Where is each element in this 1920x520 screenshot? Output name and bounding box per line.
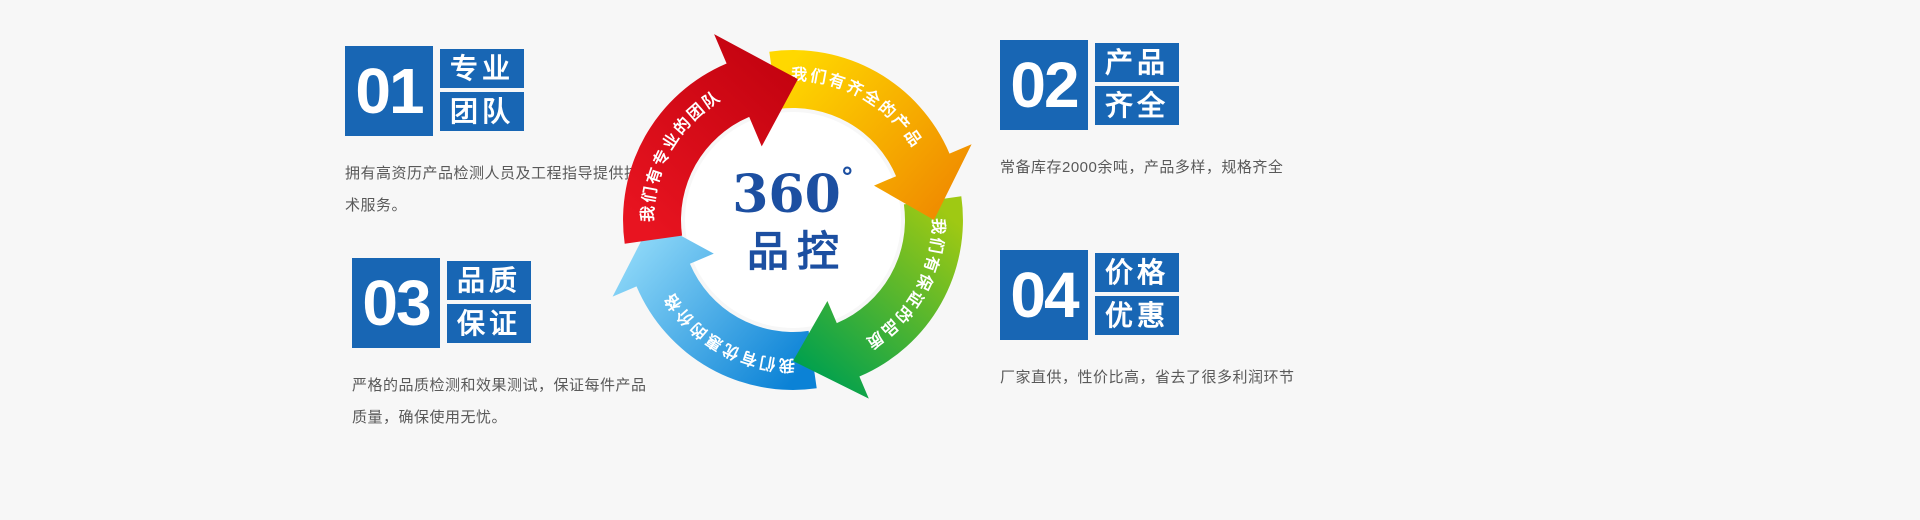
inner-disc — [685, 112, 901, 328]
feature-04: 04 价格 优惠 厂家直供，性价比高，省去了很多利润环节 — [1000, 250, 1340, 394]
feature-03-description: 严格的品质检测和效果测试，保证每件产品质量，确保使用无忧。 — [352, 377, 647, 426]
feature-label-line: 保证 — [447, 304, 532, 343]
feature-04-description: 厂家直供，性价比高，省去了很多利润环节 — [1000, 369, 1295, 386]
feature-label-line: 品质 — [447, 261, 532, 300]
feature-04-head: 04 价格 优惠 — [1000, 250, 1340, 340]
feature-01-description: 拥有高资历产品检测人员及工程指导提供技术服务。 — [345, 165, 640, 214]
center-pinkong-text: 品控 — [747, 228, 847, 275]
feature-03: 03 品质 保证 严格的品质检测和效果测试，保证每件产品质量，确保使用无忧。 — [352, 258, 652, 433]
feature-label-line: 优惠 — [1095, 296, 1180, 335]
feature-04-number: 04 — [1000, 250, 1088, 340]
feature-label-line: 齐全 — [1095, 86, 1180, 125]
segment-products — [769, 50, 972, 220]
center-360-text: 360° — [732, 163, 854, 225]
feature-label-line: 价格 — [1095, 253, 1180, 292]
segment-quality — [793, 196, 963, 399]
feature-label-line: 团队 — [440, 92, 525, 131]
feature-01-label: 专业 团队 — [440, 49, 525, 131]
feature-03-number: 03 — [352, 258, 440, 348]
feature-03-label: 品质 保证 — [447, 261, 532, 343]
feature-01-number: 01 — [345, 46, 433, 136]
feature-01-head: 01 专业 团队 — [345, 46, 645, 136]
feature-label-line: 产品 — [1095, 43, 1180, 82]
feature-02-label: 产品 齐全 — [1095, 43, 1180, 125]
feature-02: 02 产品 齐全 常备库存2000余吨，产品多样，规格齐全 — [1000, 40, 1340, 184]
feature-02-head: 02 产品 齐全 — [1000, 40, 1340, 130]
segment-team — [623, 34, 798, 244]
segment-price — [612, 220, 817, 390]
feature-03-head: 03 品质 保证 — [352, 258, 652, 348]
feature-02-number: 02 — [1000, 40, 1088, 130]
feature-02-description: 常备库存2000余吨，产品多样，规格齐全 — [1000, 159, 1284, 176]
feature-01: 01 专业 团队 拥有高资历产品检测人员及工程指导提供技术服务。 — [345, 46, 645, 221]
feature-label-line: 专业 — [440, 49, 525, 88]
feature-04-label: 价格 优惠 — [1095, 253, 1180, 335]
